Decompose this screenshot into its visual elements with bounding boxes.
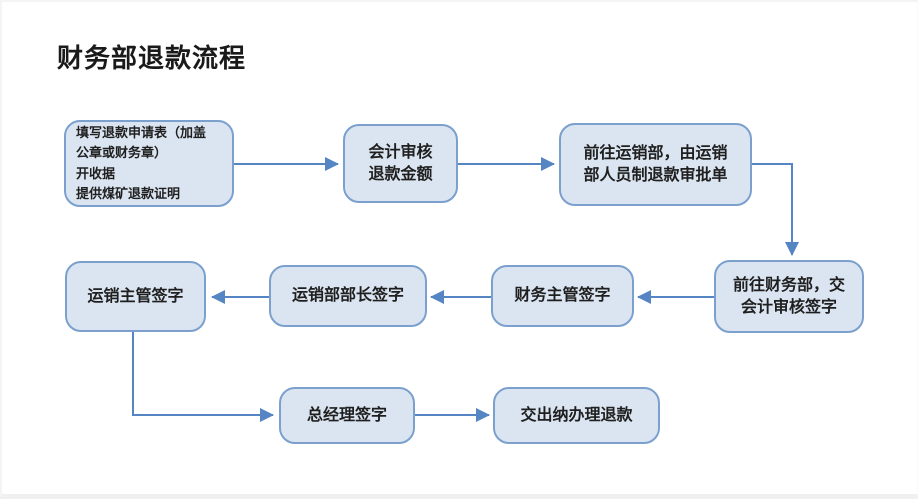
node-goto-sales-dept: 前往运销部，由运销 部人员制退款审批单 bbox=[559, 123, 752, 206]
node-general-manager: 总经理签字 bbox=[279, 387, 415, 444]
connector-sales-supervisor-to-gm bbox=[132, 332, 274, 422]
connector-sales-to-finance bbox=[752, 163, 799, 256]
node-accountant-review: 会计审核 退款金额 bbox=[343, 124, 458, 203]
node-sales-supervisor: 运销主管签字 bbox=[65, 261, 206, 332]
node-finance-supervisor: 财务主管签字 bbox=[491, 265, 634, 327]
page-title: 财务部退款流程 bbox=[57, 44, 247, 74]
node-sales-dept-head: 运销部部长签字 bbox=[269, 265, 427, 327]
node-goto-finance-dept: 前往财务部，交 会计审核签字 bbox=[714, 260, 864, 333]
node-cashier-refund: 交出纳办理退款 bbox=[493, 387, 660, 444]
node-fill-application: 填写退款申请表（加盖 公章或财务章） 开收据 提供煤矿退款证明 bbox=[64, 120, 234, 207]
